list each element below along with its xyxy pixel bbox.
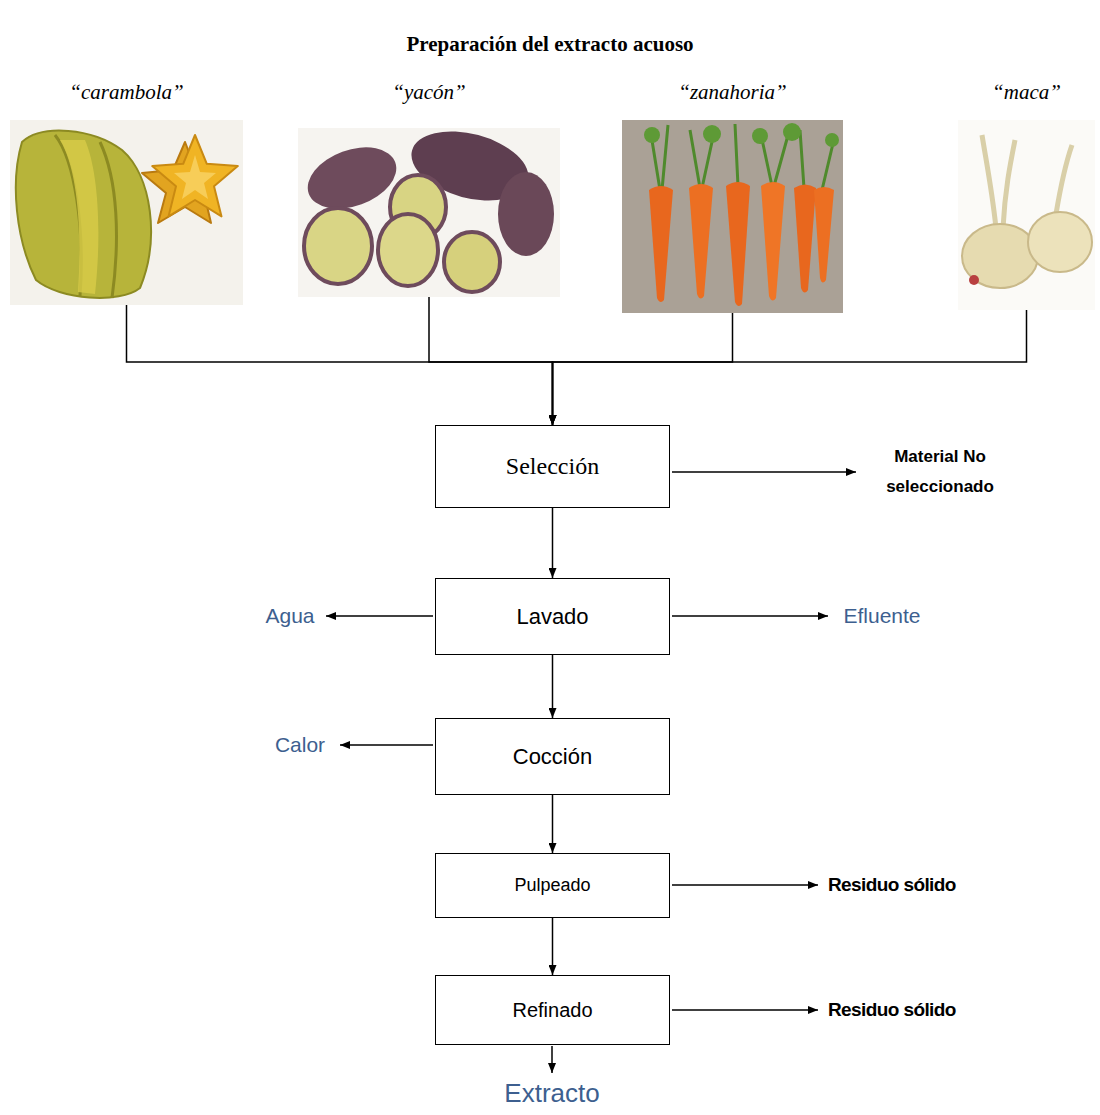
carambola-photo: [174, 155, 216, 199]
yacon-photo: [298, 120, 560, 297]
yacon-photo: [304, 208, 372, 284]
ingredient-photo: “maca”: [958, 80, 1095, 310]
output-label: Residuo sólido: [828, 874, 956, 896]
ingredient-name: “yacón”: [392, 80, 466, 105]
zanahoria-photo: [825, 133, 839, 147]
process-box: Selección: [435, 425, 670, 508]
carambola-photo: [10, 120, 243, 305]
flow-connector: [552, 508, 554, 578]
zanahoria-photo: [761, 182, 785, 301]
ingredient-name: “maca”: [992, 80, 1061, 105]
ingredient-photo: “zanahoria”: [622, 80, 843, 313]
zanahoria-photo: [649, 186, 673, 302]
step-name: Refinado: [512, 999, 592, 1022]
flow-connector: [552, 918, 554, 975]
input-label: Calor: [275, 733, 325, 757]
output-label: Residuo sólido: [828, 999, 956, 1021]
output-arrow: [326, 615, 433, 617]
carambola-photo: [16, 131, 151, 298]
zanahoria-photo: [650, 124, 835, 190]
ingredient-name: “carambola”: [69, 80, 183, 105]
step-name: Lavado: [516, 604, 588, 630]
flow-connector: [429, 297, 553, 425]
carambola-photo: [60, 140, 98, 294]
flow-connector: [552, 655, 554, 718]
process-box: Refinado: [435, 975, 670, 1045]
carambola-photo: [100, 142, 116, 298]
maca-photo: [982, 135, 1015, 228]
product-label: Extracto: [504, 1078, 599, 1109]
maca-photo: [969, 275, 979, 285]
maca-photo: [958, 120, 1095, 310]
carambola-photo: [10, 120, 243, 305]
output-label: Efluente: [843, 604, 920, 628]
yacon-photo: [444, 232, 500, 292]
maca-photo: [958, 120, 1095, 310]
diagram-title: Preparación del extracto acuoso: [0, 32, 1100, 57]
process-box: Lavado: [435, 578, 670, 655]
zanahoria-photo: [794, 185, 816, 293]
process-box: Cocción: [435, 718, 670, 795]
zanahoria-photo: [689, 184, 713, 299]
output-arrow: [672, 471, 856, 473]
zanahoria-photo: [726, 182, 750, 306]
zanahoria-photo: [752, 128, 768, 144]
zanahoria-photo: [622, 120, 843, 313]
output-arrow: [672, 884, 818, 886]
flow-connector: [127, 305, 553, 425]
flow-connector: [553, 313, 733, 425]
carambola-photo: [152, 135, 238, 216]
zanahoria-photo: [783, 123, 801, 141]
yacon-photo: [378, 214, 438, 286]
process-box: Pulpeado: [435, 853, 670, 918]
output-arrow: [340, 744, 433, 746]
maca-photo: [962, 224, 1038, 288]
output-arrow: [551, 1046, 553, 1073]
yacon-photo: [498, 172, 554, 256]
step-name: Selección: [506, 453, 599, 480]
step-name: Cocción: [513, 744, 592, 770]
output-arrow: [672, 615, 828, 617]
ingredient-name: “zanahoria”: [678, 80, 787, 105]
input-label: Agua: [265, 604, 314, 628]
zanahoria-photo: [814, 187, 834, 283]
zanahoria-photo: [703, 125, 721, 143]
output-arrow: [326, 472, 856, 1073]
ingredient-photo: “carambola”: [10, 80, 243, 305]
step-name: Pulpeado: [514, 875, 590, 896]
zanahoria-photo: [622, 120, 843, 313]
zanahoria-photo: [644, 127, 660, 143]
maca-photo: [1028, 212, 1092, 272]
ingredient-photo: “yacón”: [298, 80, 560, 297]
output-arrow: [672, 1009, 818, 1011]
flow-connector: [552, 795, 554, 853]
maca-photo: [1056, 145, 1072, 214]
output-label: Material No seleccionado: [886, 442, 994, 502]
flow-connector: [553, 310, 1027, 425]
